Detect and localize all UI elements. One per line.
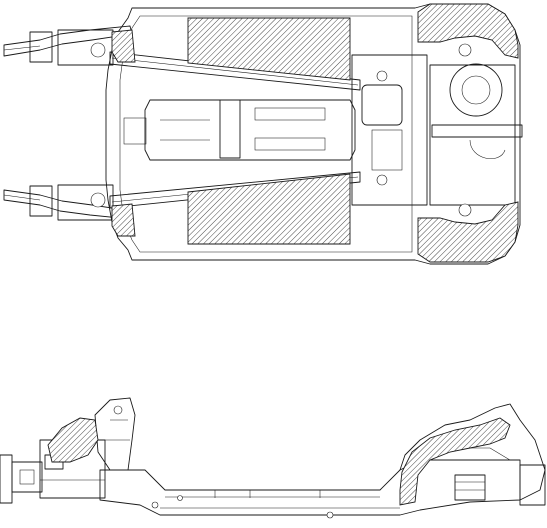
hatched-rear-wheelhouse-upper	[417, 3, 519, 59]
center-tunnel	[123, 99, 356, 161]
hatched-rear-wheelhouse	[399, 417, 511, 506]
hatched-front-right-corner	[111, 203, 136, 237]
hatched-rear-wheelhouse-lower	[417, 201, 519, 263]
rear-quarter-structure	[399, 403, 546, 501]
front-strut-tower	[94, 397, 136, 471]
side-frame-view	[0, 397, 546, 519]
underbody-plan-view	[3, 3, 523, 265]
side-sill-rail	[99, 459, 521, 516]
hatched-floor-panel-upper	[187, 17, 351, 81]
rear-floor-section	[351, 43, 523, 217]
hatched-front-left-corner	[111, 29, 136, 63]
front-frame-rails	[3, 25, 133, 221]
hatched-front-apron	[47, 417, 99, 463]
hatched-floor-panel-lower	[187, 173, 351, 245]
